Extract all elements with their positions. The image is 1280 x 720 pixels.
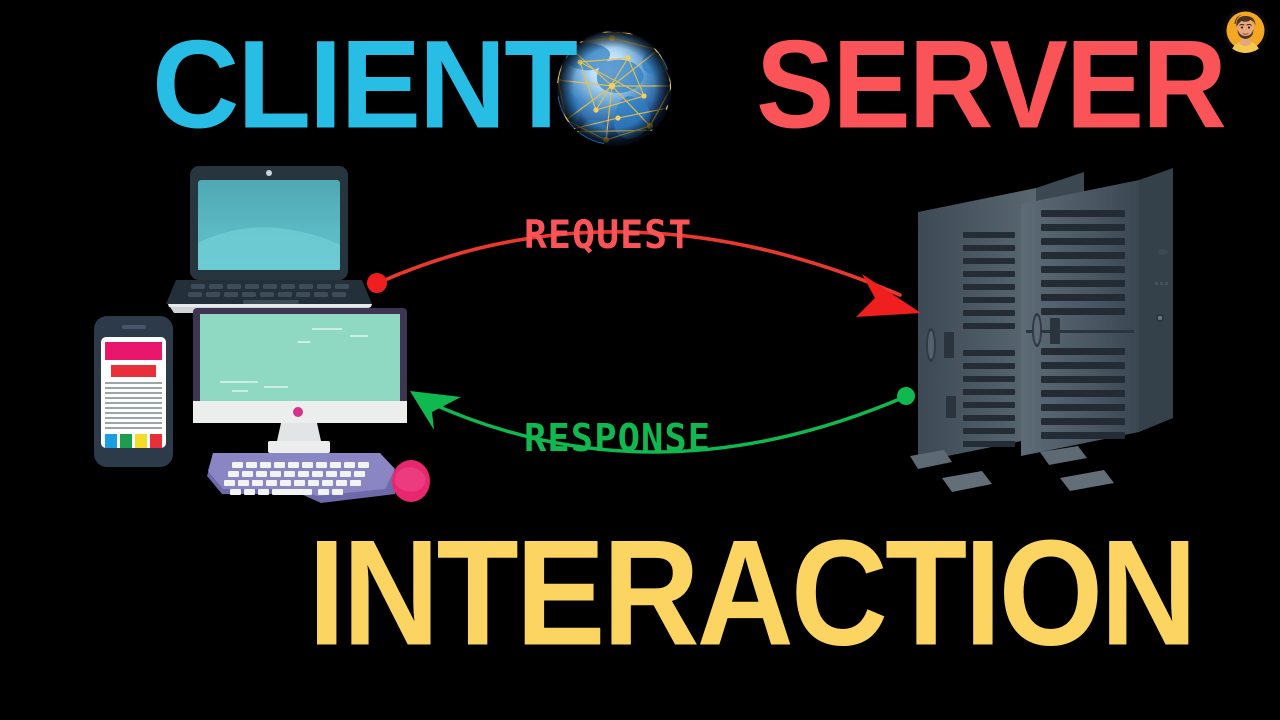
request-arrowhead xyxy=(856,274,921,317)
avatar-icon xyxy=(1226,11,1265,53)
request-arrow xyxy=(367,230,921,317)
mouse-icon xyxy=(392,460,430,502)
phone-header-bar xyxy=(105,342,162,360)
avatar[interactable] xyxy=(1223,8,1268,53)
phone-subheader-bar xyxy=(111,365,156,377)
response-label: RESPONSE xyxy=(524,416,712,461)
server-title: SERVER xyxy=(756,14,1227,155)
response-arrow xyxy=(410,387,915,454)
server-rack-icon xyxy=(910,168,1173,492)
keyboard-icon xyxy=(207,453,395,503)
response-arrowhead xyxy=(410,391,461,430)
response-origin-dot xyxy=(897,387,915,405)
request-origin-dot xyxy=(367,273,387,293)
smartphone-icon xyxy=(94,316,173,467)
interaction-title: INTERACTION xyxy=(308,508,1197,677)
desktop-monitor-icon xyxy=(193,308,407,453)
request-label: REQUEST xyxy=(524,212,693,258)
client-title: CLIENT xyxy=(152,14,578,155)
globe-network-icon xyxy=(556,30,672,146)
phone-tiles xyxy=(105,434,162,448)
